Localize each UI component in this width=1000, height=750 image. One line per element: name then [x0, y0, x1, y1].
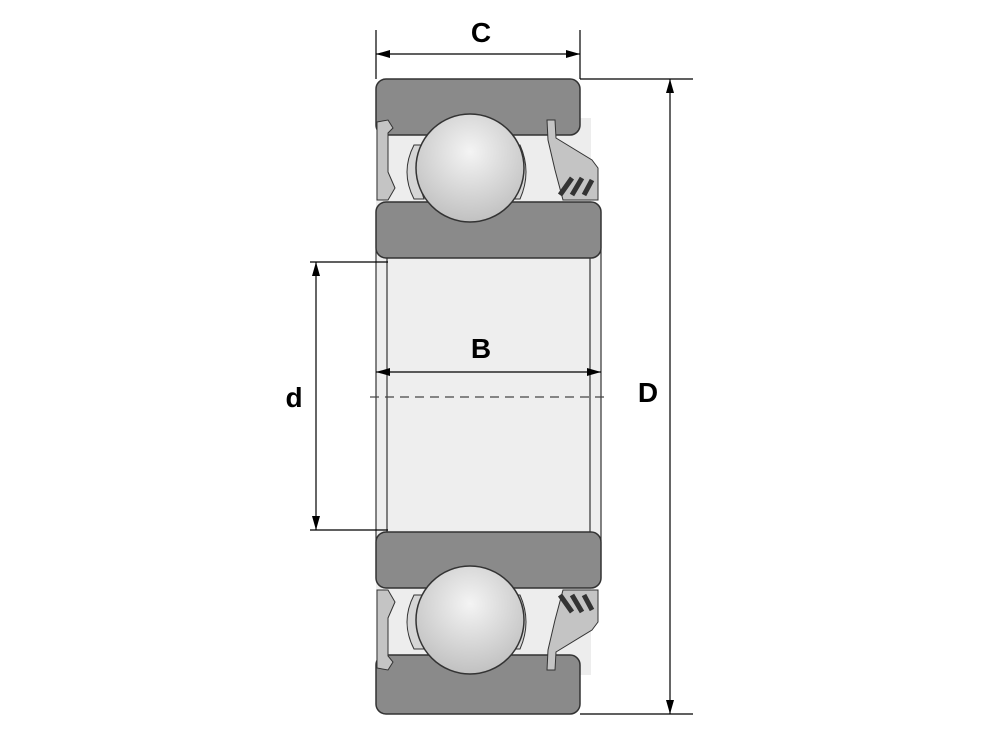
- label-d: d: [285, 382, 303, 413]
- bearing-bottom-section: [375, 531, 602, 715]
- label-D: D: [637, 377, 659, 408]
- label-c: C: [470, 17, 492, 48]
- dimension-lines: [310, 30, 693, 715]
- bearing-top-section: [375, 78, 602, 259]
- seal-left-top: [376, 119, 396, 201]
- seal-lip-bottom: [557, 593, 595, 614]
- seal-lip-top: [557, 176, 595, 197]
- seal-right-top: [546, 119, 599, 201]
- seal-left-bottom: [376, 589, 396, 671]
- bore: [375, 249, 602, 541]
- ball-top: [415, 113, 525, 223]
- seal-right-bottom: [546, 589, 599, 671]
- ball-bottom: [415, 565, 525, 675]
- label-b: B: [470, 333, 492, 364]
